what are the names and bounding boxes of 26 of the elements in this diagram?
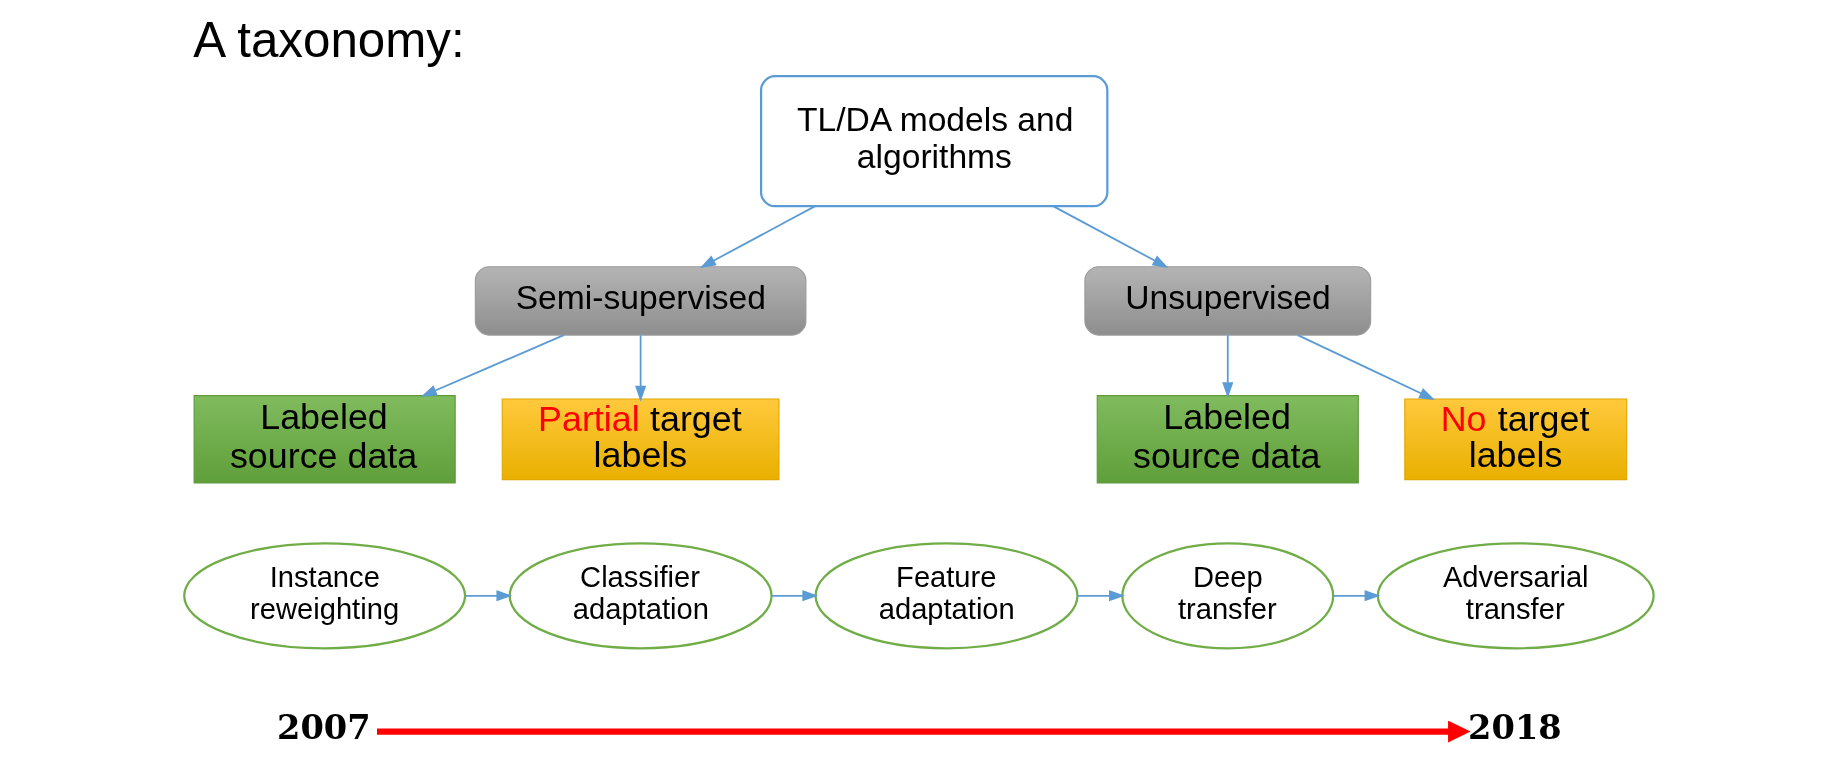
node-box: Unsupervised bbox=[1083, 265, 1371, 336]
node-box: TL/DA models and algorithms bbox=[759, 74, 1108, 207]
node-ellipse: Classifier adaptation bbox=[508, 541, 773, 649]
node-box: Labeled source data bbox=[193, 394, 456, 484]
arrow bbox=[634, 333, 646, 402]
node-text: 2007 bbox=[276, 706, 371, 747]
node-ellipse: Adversarial transfer bbox=[1376, 541, 1655, 649]
node-box: Labeled source data bbox=[1096, 394, 1359, 484]
node-ellipse: Deep transfer bbox=[1120, 541, 1334, 649]
node-text: 2018 bbox=[1467, 706, 1562, 747]
node-box: No target labels bbox=[1403, 397, 1627, 480]
arrow bbox=[420, 333, 565, 397]
node-box: Partial target labels bbox=[501, 397, 780, 480]
node-ellipse: Feature adaptation bbox=[813, 541, 1079, 649]
node-box: Semi-supervised bbox=[474, 265, 806, 336]
arrow bbox=[376, 720, 1471, 742]
node-ellipse: Instance reweighting bbox=[182, 541, 466, 649]
arrow bbox=[1331, 589, 1380, 601]
arrow bbox=[1052, 205, 1168, 268]
arrow bbox=[1296, 333, 1435, 400]
diagram-title: A taxonomy: bbox=[192, 11, 465, 67]
arrow bbox=[463, 589, 512, 601]
arrow bbox=[1221, 333, 1233, 398]
arrow bbox=[699, 205, 816, 268]
arrow bbox=[1075, 589, 1125, 601]
arrow bbox=[770, 589, 818, 601]
